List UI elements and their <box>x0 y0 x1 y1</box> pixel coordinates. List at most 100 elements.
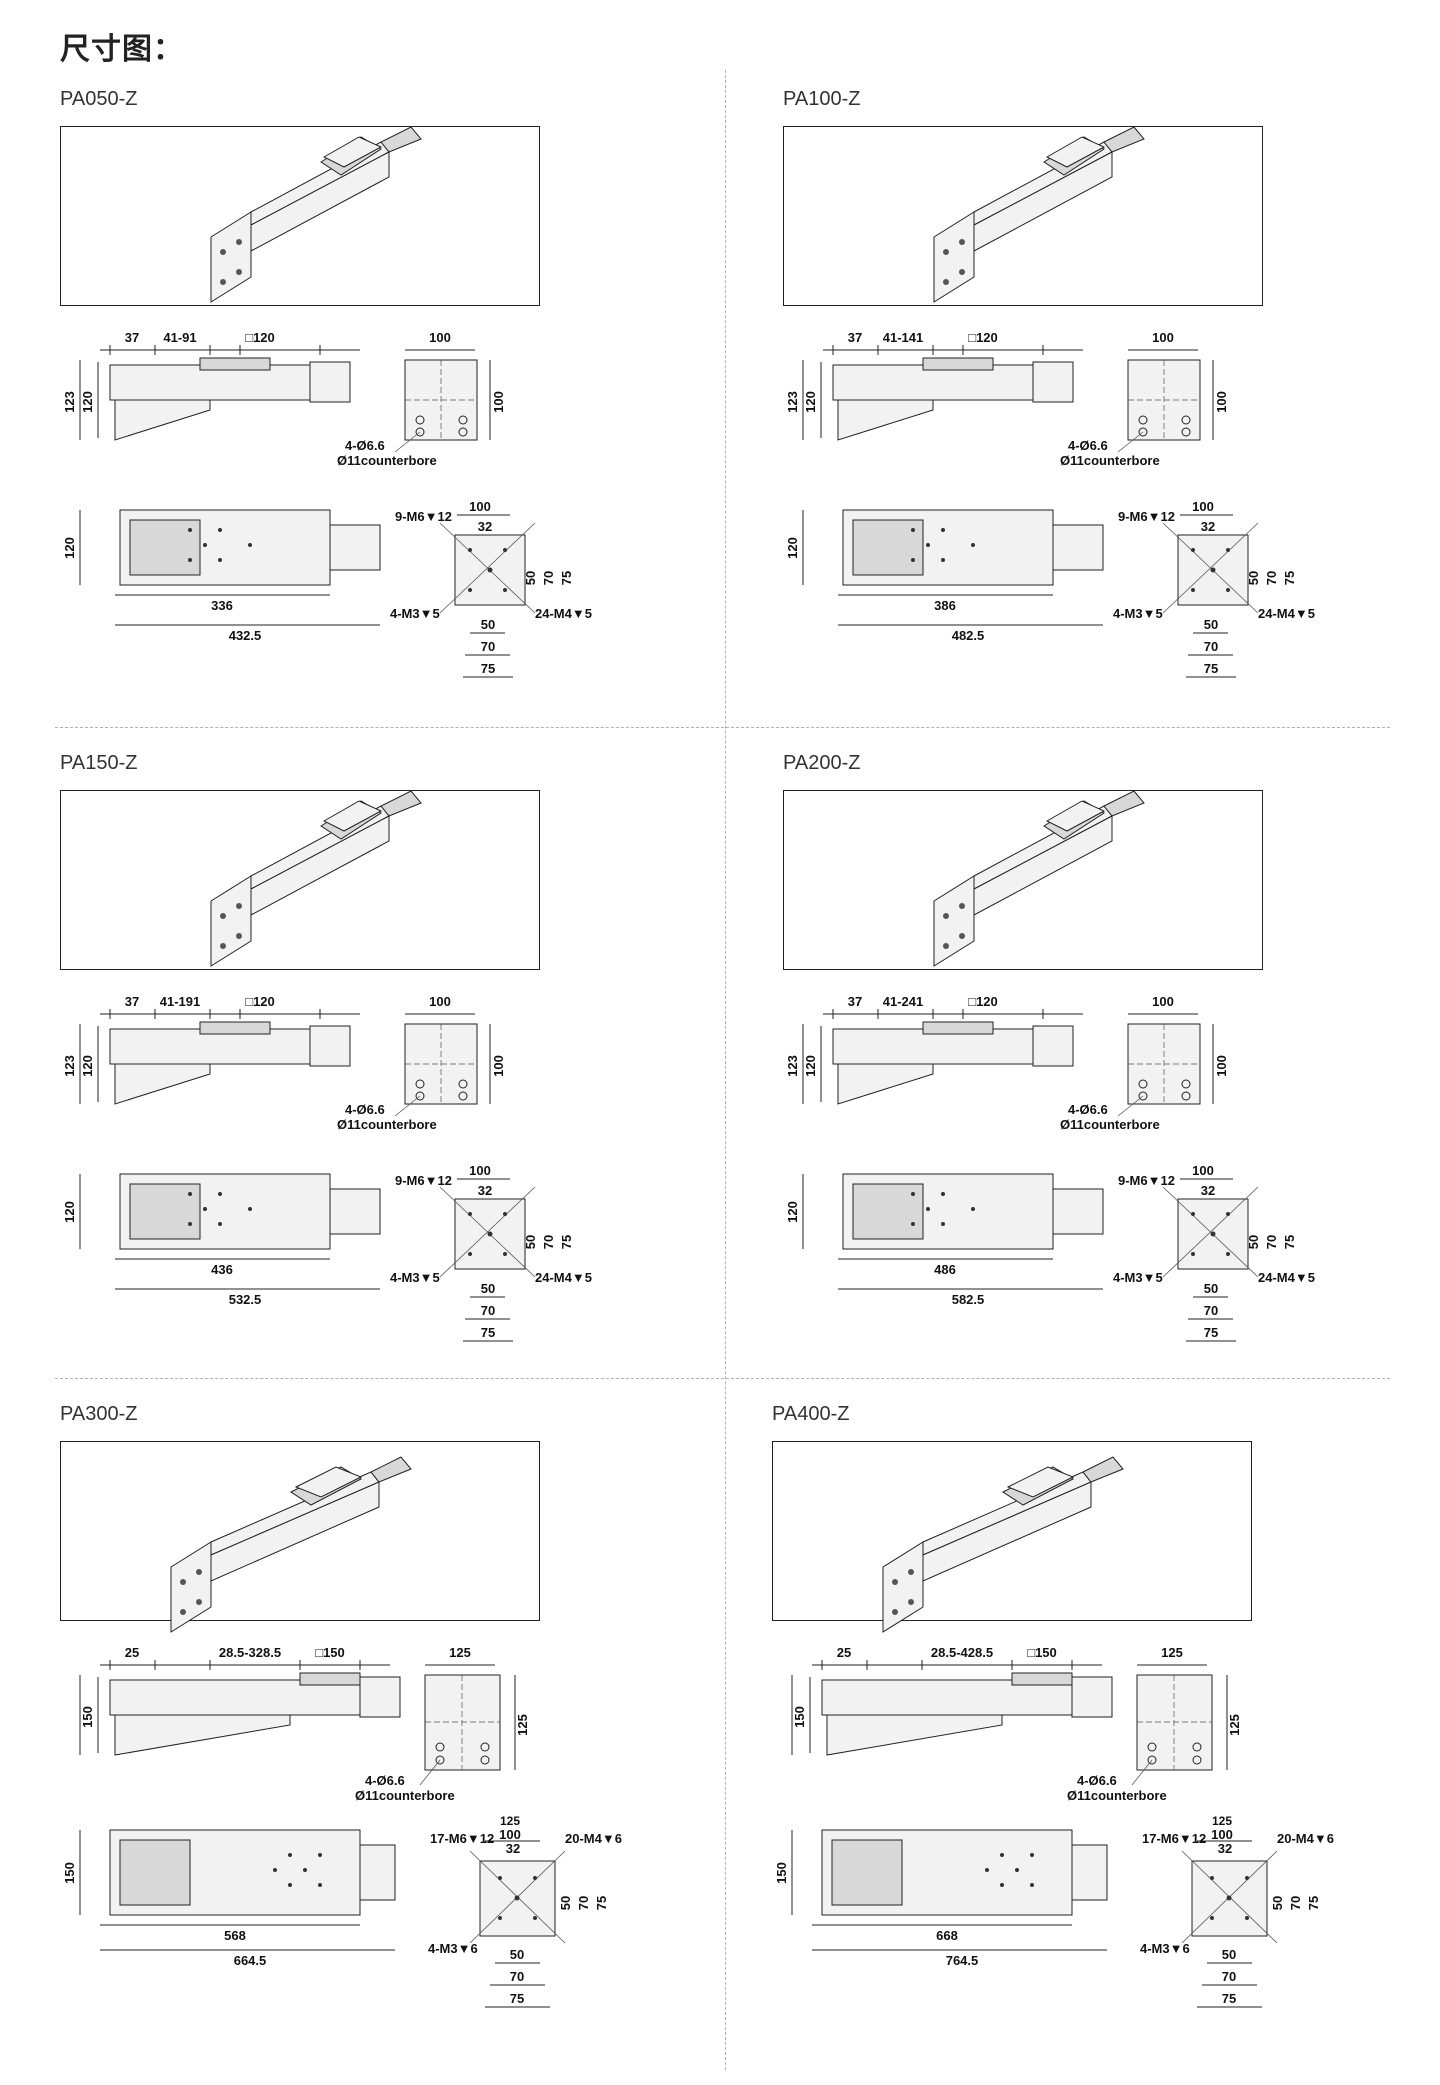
dim-height: 120 <box>803 1055 818 1077</box>
plate-side: 100 <box>499 1827 521 1842</box>
mounting-plate-drawing: 100 32 9-M6▼12 4-M3▼5 24-M4▼5 50 70 75 5… <box>1113 1163 1315 1342</box>
model-name: PA150-Z <box>60 752 138 774</box>
end-view-drawing: 125 125 4-Ø6.6 Ø11counterbore <box>1067 1645 1242 1803</box>
counterbore-spec: Ø11counterbore <box>1060 1117 1160 1132</box>
plate-70-right: 70 <box>541 571 556 585</box>
model-block: PA150-Z 37 <box>60 752 750 1407</box>
plate-side: 100 <box>1192 1163 1214 1178</box>
dim-width-plan: 120 <box>785 537 800 559</box>
dim-height-total: 123 <box>62 391 77 413</box>
product-photo-frame <box>60 1441 540 1633</box>
plate-75-right: 75 <box>1282 571 1297 585</box>
dim-height-total: 123 <box>785 1055 800 1077</box>
dim-top-width: 100 <box>1152 994 1174 1009</box>
product-photo-frame <box>772 1441 1252 1633</box>
dim-length-body: 436 <box>211 1262 233 1277</box>
model-block: PA400-Z 25 <box>772 1403 1440 2058</box>
plate-75-right: 75 <box>1306 1896 1321 1910</box>
plate-inner: 32 <box>1201 1183 1215 1198</box>
side-view-drawing: 25 28.5-328.5 □150 150 <box>79 1645 401 1756</box>
plate-75-right: 75 <box>559 571 574 585</box>
dim-height-total: 123 <box>62 1055 77 1077</box>
side-view-drawing: 37 41-91 □120 123 120 <box>62 330 360 441</box>
dim-top-height: 125 <box>515 1714 530 1736</box>
dim-travel: 28.5-328.5 <box>219 1645 281 1660</box>
side-view-drawing: 37 41-241 □120 123 120 <box>785 994 1083 1105</box>
plate-side: 100 <box>469 1163 491 1178</box>
plate-70-bottom: 70 <box>510 1969 524 1984</box>
plate-holes-c: 24-M4▼5 <box>535 1270 592 1285</box>
dim-length-body: 486 <box>934 1262 956 1277</box>
product-image <box>210 790 422 967</box>
dim-length-total: 482.5 <box>952 628 985 643</box>
plan-view-drawing: 120 336 432.5 <box>62 509 381 643</box>
model-name: PA200-Z <box>783 752 861 774</box>
dim-square: □120 <box>245 330 275 345</box>
product-image <box>933 790 1145 967</box>
dim-length-total: 532.5 <box>229 1292 262 1307</box>
product-photo-frame <box>783 790 1263 970</box>
dim-height-total: 123 <box>785 391 800 413</box>
mounting-plate-drawing: 125 100 32 17-M6▼12 4-M3▼6 20-M4▼6 50 70… <box>1140 1814 1334 2008</box>
plate-70-bottom: 70 <box>1222 1969 1236 1984</box>
plate-75-right: 75 <box>1282 1235 1297 1249</box>
plate-holes-a: 17-M6▼12 <box>1142 1831 1206 1846</box>
page-title: 尺寸图： <box>60 32 184 67</box>
dim-square: □120 <box>245 994 275 1009</box>
product-image <box>170 1456 412 1633</box>
dim-offset: 37 <box>848 994 862 1009</box>
plate-50-bottom: 50 <box>481 617 495 632</box>
model-block: PA300-Z 25 <box>60 1403 750 2058</box>
model-block: PA100-Z 37 <box>783 88 1440 743</box>
dim-travel: 41-91 <box>163 330 196 345</box>
plate-70-right: 70 <box>1264 571 1279 585</box>
plate-50-bottom: 50 <box>1204 617 1218 632</box>
row-divider-2 <box>55 1378 1390 1379</box>
dim-length-body: 568 <box>224 1928 246 1943</box>
plate-70-bottom: 70 <box>481 639 495 654</box>
plate-inner: 32 <box>1218 1841 1232 1856</box>
plan-view-drawing: 150 668 764.5 <box>774 1829 1108 1968</box>
plate-50-right: 50 <box>558 1896 573 1910</box>
plate-holes-c: 20-M4▼6 <box>565 1831 622 1846</box>
dim-length-total: 432.5 <box>229 628 262 643</box>
plate-side: 100 <box>469 499 491 514</box>
model-name: PA050-Z <box>60 88 138 110</box>
dim-height: 150 <box>80 1706 95 1728</box>
plate-50-right: 50 <box>1246 571 1261 585</box>
mounting-plate-drawing: 125 100 32 17-M6▼12 4-M3▼6 20-M4▼6 50 70… <box>428 1814 622 2008</box>
counterbore-holes: 4-Ø6.6 <box>365 1773 405 1788</box>
plate-holes-b: 4-M3▼5 <box>1113 1270 1163 1285</box>
plate-holes-b: 4-M3▼5 <box>390 1270 440 1285</box>
dim-square: □150 <box>1027 1645 1057 1660</box>
model-name: PA100-Z <box>783 88 861 110</box>
plate-inner: 32 <box>506 1841 520 1856</box>
dim-width-plan: 150 <box>774 1862 789 1884</box>
plate-75-bottom: 75 <box>1204 1325 1218 1340</box>
side-view-drawing: 37 41-191 □120 123 120 <box>62 994 360 1105</box>
dim-length-body: 386 <box>934 598 956 613</box>
end-view-drawing: 100 100 4-Ø6.6 Ø11counterbore <box>337 994 506 1132</box>
end-view-drawing: 125 125 4-Ø6.6 Ø11counterbore <box>355 1645 530 1803</box>
dim-top-width: 100 <box>1152 330 1174 345</box>
plate-inner: 32 <box>478 519 492 534</box>
plate-holes-c: 20-M4▼6 <box>1277 1831 1334 1846</box>
dim-travel: 41-241 <box>883 994 923 1009</box>
plate-holes-a: 9-M6▼12 <box>395 509 452 524</box>
plate-50-bottom: 50 <box>481 1281 495 1296</box>
plate-50-bottom: 50 <box>1204 1281 1218 1296</box>
mounting-plate-drawing: 100 32 9-M6▼12 4-M3▼5 24-M4▼5 50 70 75 5… <box>390 499 592 678</box>
product-image <box>933 126 1145 303</box>
dim-width-plan: 150 <box>62 1862 77 1884</box>
dim-top-height: 100 <box>1214 1055 1229 1077</box>
dim-top-height: 125 <box>1227 1714 1242 1736</box>
dim-top-width: 100 <box>429 330 451 345</box>
plate-70-right: 70 <box>576 1896 591 1910</box>
plan-view-drawing: 150 568 664.5 <box>62 1829 396 1968</box>
plate-75-bottom: 75 <box>481 1325 495 1340</box>
plate-75-right: 75 <box>594 1896 609 1910</box>
plate-holes-c: 24-M4▼5 <box>535 606 592 621</box>
model-block: PA050-Z 37 <box>60 88 750 743</box>
plate-70-right: 70 <box>541 1235 556 1249</box>
product-photo-frame <box>60 790 540 970</box>
